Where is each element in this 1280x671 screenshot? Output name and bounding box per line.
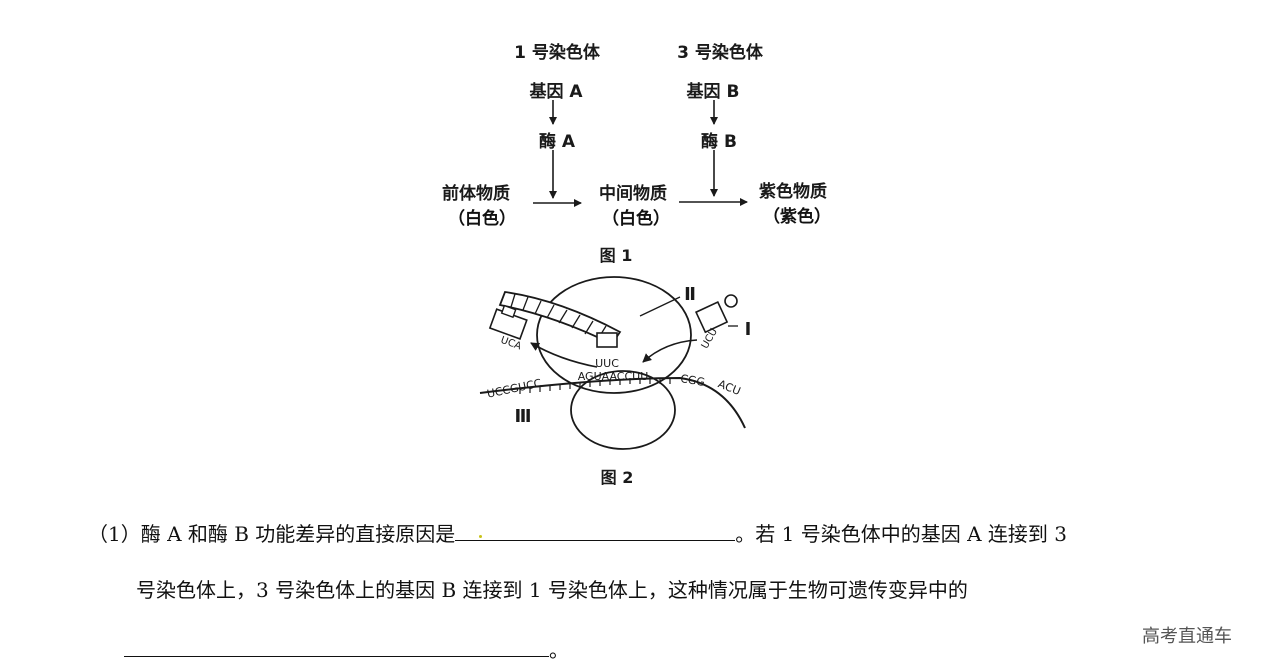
enzyme-b-label: 酶 B: [701, 132, 737, 152]
anticodon-center-label: UUC: [595, 357, 619, 370]
arrow-enter-trna: [642, 339, 698, 363]
precursor-color-label: （白色）: [448, 209, 516, 229]
mrna-strand: [479, 376, 746, 429]
blank-marker-dot: [479, 535, 483, 538]
mrna-right1-label: CGG: [679, 372, 706, 389]
chromosome-3-label: 3 号染色体: [677, 43, 763, 63]
figure-2-ribosome-diagram: UUC AGUAACCUU UCA UCU Ⅱ Ⅰ Ⅲ UCCGUCC CGG …: [479, 276, 752, 487]
question-text-3-end: 。: [549, 638, 569, 662]
answer-blank-1[interactable]: [455, 520, 736, 541]
label-III: Ⅲ: [514, 406, 531, 427]
question-line-3: 。: [124, 636, 569, 662]
anticodon-right-label: UCU: [700, 327, 720, 351]
gene-b-label: 基因 B: [686, 82, 740, 102]
leader-line-II: [639, 296, 681, 317]
purple-color-label: （紫色）: [763, 207, 831, 227]
question-line-2: 号染色体上，3 号染色体上的基因 B 连接到 1 号染色体上，这种情况属于生物可…: [136, 578, 968, 602]
question-text-1b: 。若 1 号染色体中的基因 A 连接到 3: [735, 522, 1067, 546]
trna-right: [694, 300, 729, 334]
figure-2-caption: 图 2: [601, 468, 634, 487]
watermark-label: 高考直通车: [1142, 626, 1232, 647]
trna-left: [488, 304, 528, 340]
intermediate-label: 中间物质: [599, 184, 667, 204]
mrna-left-label: UCCGUCC: [486, 376, 543, 400]
intermediate-color-label: （白色）: [602, 209, 670, 229]
precursor-label: 前体物质: [442, 184, 510, 204]
arrow-exit-trna: [530, 342, 598, 368]
mrna-base-ticks: [519, 378, 671, 394]
answer-blank-2[interactable]: [124, 636, 549, 657]
amino-acid: [724, 294, 738, 308]
chromosome-1-label: 1 号染色体: [514, 43, 600, 63]
ribosome-large-subunit: [536, 276, 692, 394]
trna-center: [596, 332, 618, 348]
figure-1-caption: 图 1: [599, 246, 633, 265]
label-II: Ⅱ: [684, 284, 696, 305]
ribosome-small-subunit: [570, 370, 676, 450]
purple-substance-label: 紫色物质: [759, 182, 827, 202]
enzyme-a-label: 酶 A: [538, 132, 576, 152]
figure-1-arrows: [533, 100, 748, 207]
question-line-1: （1）酶 A 和酶 B 功能差异的直接原因是 。若 1 号染色体中的基因 A 连接…: [88, 520, 1067, 546]
mrna-center-label: AGUAACCUU: [578, 370, 649, 383]
question-text-1a: （1）酶 A 和酶 B 功能差异的直接原因是: [88, 522, 456, 546]
label-I: Ⅰ: [745, 319, 752, 340]
gene-a-label: 基因 A: [529, 82, 583, 102]
